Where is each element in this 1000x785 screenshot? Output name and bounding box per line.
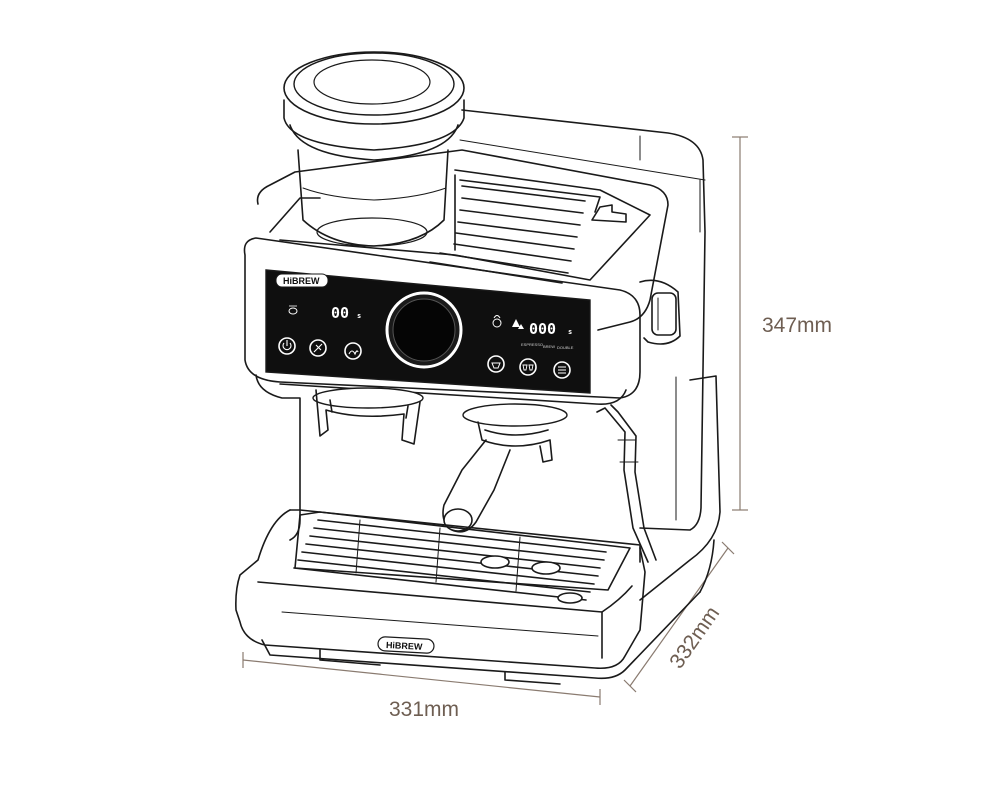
brew-time-unit: s [568,328,572,336]
grind-button[interactable] [309,339,327,357]
machine-body [243,51,721,601]
mode-label-espresso: ESPRESSO [521,342,543,347]
dimension-height: 347mm [732,136,832,511]
machine-lower: HiBREW [235,374,715,685]
power-icon [282,340,292,351]
power-button[interactable] [278,337,296,355]
dimension-width: 331mm [242,652,601,721]
mode-label-brew: BREW [543,344,555,349]
bean-hopper [283,51,465,247]
menu-icon [558,366,566,374]
steam-button[interactable] [344,342,362,360]
steam-icon [348,350,359,356]
grind-time-readout: 00 [331,304,349,322]
brew-time-readout: 000 [529,320,556,338]
grind-icon [313,343,323,353]
bean-icon [288,305,298,315]
width-label: 331mm [389,698,459,721]
hot-water-icon [491,362,501,369]
base-brand-logo: HiBREW [386,640,423,652]
steam-status-icon [492,315,502,328]
tamper-icon [591,204,627,223]
steam-knob[interactable] [639,279,681,345]
hot-water-status-icon [512,319,524,329]
mode-label-double: DOUBLE [557,345,574,350]
double-cup-button[interactable] [519,358,537,376]
panel-brand-logo: HiBREW [283,276,320,286]
depth-label: 332mm [665,602,724,673]
control-dial[interactable] [385,291,463,369]
drip-tray-grill [293,519,607,604]
grinder-outlet [312,387,424,445]
cups-icon [522,364,534,371]
menu-button[interactable] [553,361,571,379]
height-label: 347mm [762,314,832,337]
control-panel: HiBREW 00 s 000 s ESPRESSO BREW DOUBLE [265,269,591,394]
hot-water-button[interactable] [487,355,505,373]
portafilter[interactable] [442,403,568,533]
top-grill [429,185,586,284]
steam-wand [596,404,657,563]
grind-time-unit: s [357,312,361,320]
